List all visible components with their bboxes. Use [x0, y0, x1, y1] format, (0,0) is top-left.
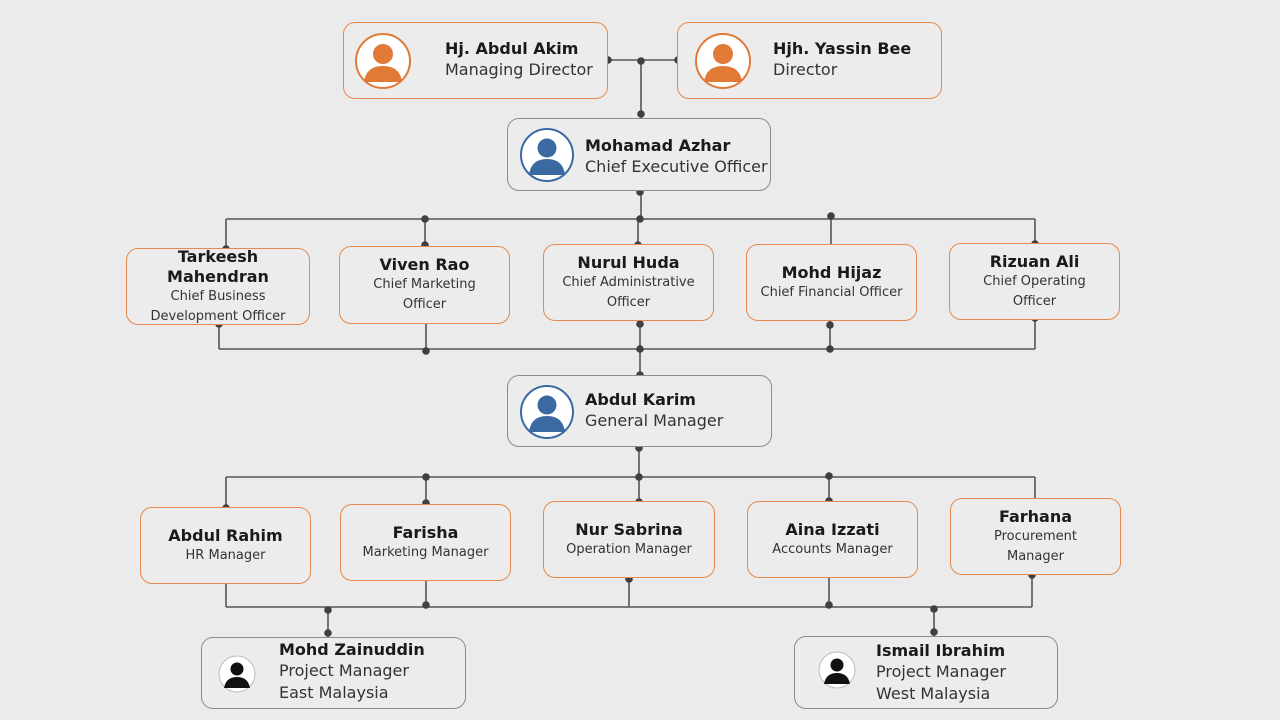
person-avatar-icon [218, 655, 256, 693]
node-marketing-manager[interactable]: Farisha Marketing Manager [340, 504, 511, 581]
person-avatar-icon [354, 32, 412, 90]
person-role: Chief Administrative Officer [562, 274, 695, 310]
person-avatar-icon [818, 651, 856, 689]
junction-dot [825, 472, 833, 480]
person-role: Chief Financial Officer [760, 284, 903, 300]
junction-dot [637, 57, 645, 65]
junction-dot [324, 606, 332, 614]
person-region: West Malaysia [876, 684, 991, 703]
person-role: Chief Business Development Officer [150, 288, 286, 324]
person-name: Ismail Ibrahim [876, 641, 1006, 660]
person-name: Farisha [392, 522, 459, 542]
person-role: Chief Operating Officer [983, 273, 1086, 309]
person-role: Director [773, 60, 838, 79]
junction-dot [827, 212, 835, 220]
junction-dot [635, 473, 643, 481]
person-name: Viven Rao [379, 255, 470, 274]
junction-dot [422, 473, 430, 481]
person-name: Farhana [998, 506, 1073, 526]
person-role: Procurement Manager [993, 528, 1078, 564]
person-name: Hjh. Yassin Bee [773, 39, 912, 58]
person-name: Hj. Abdul Akim [445, 39, 579, 58]
node-chief-business-development[interactable]: Tarkeesh Mahendran Chief Business Develo… [126, 246, 310, 325]
junction-dot [324, 629, 332, 637]
person-role: Chief Marketing Officer [373, 277, 476, 312]
person-role: General Manager [585, 411, 724, 430]
person-role: Marketing Manager [362, 544, 489, 560]
junction-dot [930, 628, 938, 636]
person-role: HR Manager [185, 547, 266, 563]
node-ceo[interactable]: Mohamad Azhar Chief Executive Officer [507, 118, 771, 191]
node-hr-manager[interactable]: Abdul Rahim HR Manager [140, 507, 311, 584]
node-procurement-manager[interactable]: Farhana Procurement Manager [950, 498, 1121, 575]
person-name: Tarkeesh Mahendran [167, 246, 269, 286]
person-role: Project Manager [279, 661, 409, 680]
junction-dot [636, 215, 644, 223]
node-project-manager-west[interactable]: Ismail Ibrahim Project Manager West Mala… [794, 636, 1058, 709]
person-name: Mohd Zainuddin [279, 640, 425, 659]
node-project-manager-east[interactable]: Mohd Zainuddin Project Manager East Mala… [201, 637, 466, 709]
node-chief-marketing[interactable]: Viven Rao Chief Marketing Officer [339, 246, 510, 324]
node-chief-financial[interactable]: Mohd Hijaz Chief Financial Officer [746, 244, 917, 321]
person-role: Chief Executive Officer [585, 157, 768, 176]
junction-dot [826, 345, 834, 353]
node-accounts-manager[interactable]: Aina Izzati Accounts Manager [747, 501, 918, 578]
junction-dot [637, 110, 645, 118]
person-name: Nur Sabrina [575, 519, 683, 539]
person-name: Mohamad Azhar [585, 136, 731, 155]
junction-dot [825, 601, 833, 609]
person-role: Operation Manager [566, 541, 692, 557]
node-operation-manager[interactable]: Nur Sabrina Operation Manager [543, 501, 715, 578]
person-region: East Malaysia [279, 683, 389, 702]
person-avatar-icon [694, 32, 752, 90]
junction-dot [421, 215, 429, 223]
person-avatar-icon [519, 384, 575, 440]
node-director[interactable]: Hjh. Yassin Bee Director [677, 22, 942, 99]
node-chief-operating[interactable]: Rizuan Ali Chief Operating Officer [949, 243, 1120, 320]
person-role: Accounts Manager [772, 541, 893, 557]
node-chief-administrative[interactable]: Nurul Huda Chief Administrative Officer [543, 244, 714, 321]
person-role: Project Manager [876, 662, 1006, 681]
node-managing-director[interactable]: Hj. Abdul Akim Managing Director [343, 22, 608, 99]
person-name: Nurul Huda [577, 252, 680, 272]
junction-dot [636, 320, 644, 328]
person-name: Rizuan Ali [989, 251, 1080, 271]
junction-dot [826, 321, 834, 329]
node-general-manager[interactable]: Abdul Karim General Manager [507, 375, 772, 447]
person-avatar-icon [519, 127, 575, 183]
junction-dot [636, 345, 644, 353]
person-name: Mohd Hijaz [781, 262, 882, 282]
junction-dot [422, 601, 430, 609]
junction-dot [422, 347, 430, 355]
junction-dot [930, 605, 938, 613]
person-name: Aina Izzati [785, 519, 880, 539]
person-name: Abdul Karim [585, 390, 696, 409]
person-role: Managing Director [445, 60, 593, 79]
person-name: Abdul Rahim [168, 525, 283, 545]
